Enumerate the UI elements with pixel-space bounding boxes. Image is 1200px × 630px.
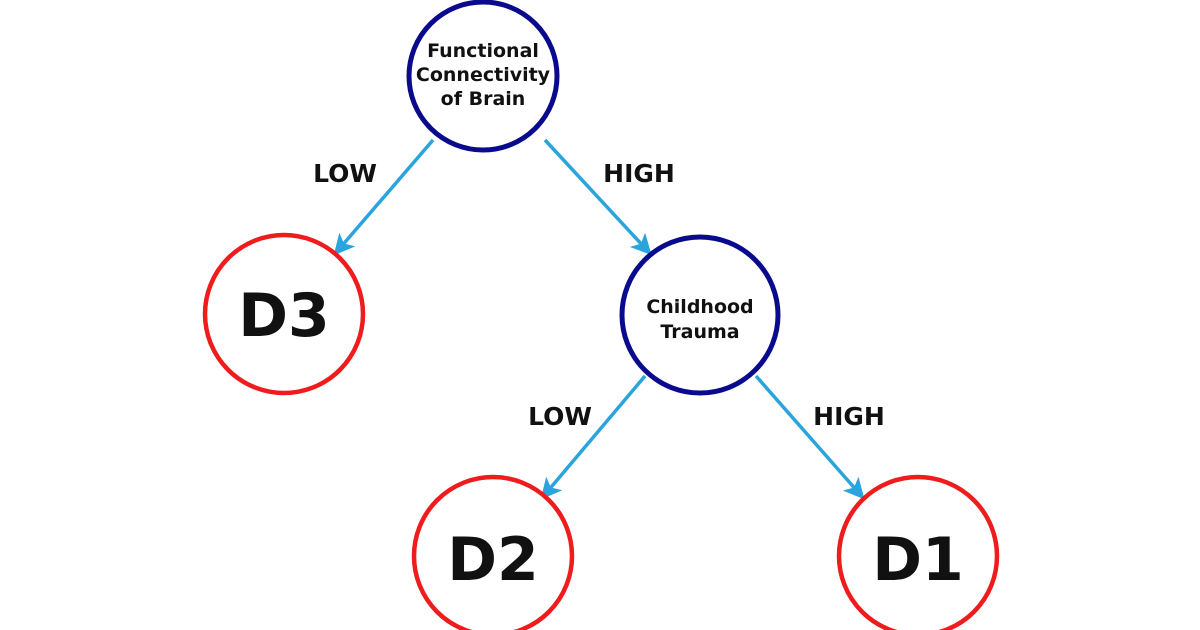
edge-label-ct-high: HIGH [813, 402, 885, 431]
node-d2: D2 [411, 474, 575, 630]
node-label: D3 [238, 281, 330, 351]
node-label-line: Childhood [646, 296, 753, 318]
node-label-line: Functional [427, 40, 539, 62]
edge-label-fcb-high: HIGH [603, 159, 675, 188]
node-label: D1 [872, 525, 964, 595]
edge-fcb-ct [543, 138, 652, 256]
node-childhood-trauma: Childhood Trauma [619, 234, 781, 396]
node-d1: D1 [836, 474, 1000, 630]
edge-label-ct-low: LOW [528, 402, 592, 431]
node-label: D2 [447, 525, 539, 595]
node-label-line: Connectivity [416, 64, 551, 86]
node-label-line: Trauma [660, 321, 739, 343]
edge-label-fcb-low: LOW [313, 159, 377, 188]
edge-fcb-d3 [333, 138, 435, 256]
node-d3: D3 [202, 232, 366, 396]
node-label-line: of Brain [441, 88, 526, 110]
node-functional-connectivity: Functional Connectivity of Brain [406, 0, 560, 153]
edge-ct-d1 [754, 374, 865, 500]
edge-ct-d2 [540, 374, 647, 500]
